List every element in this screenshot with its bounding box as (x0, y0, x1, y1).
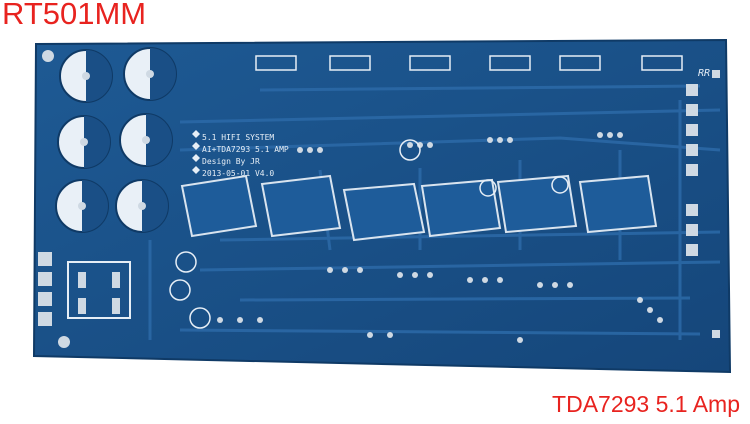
small-capacitor-footprints (169, 139, 569, 329)
product-title: RT501MM (2, 0, 147, 31)
silkscreen-line-3: Design By JR (202, 157, 260, 166)
filter-capacitor-footprints (55, 47, 177, 233)
silkscreen-info-block: 5.1 HIFI SYSTEM AI+TDA7293 5.1 AMP Desig… (192, 68, 710, 178)
rectifier-footprint (67, 261, 131, 319)
silkscreen-line-2: AI+TDA7293 5.1 AMP (202, 145, 289, 154)
silkscreen-line-1: 5.1 HIFI SYSTEM (202, 133, 274, 142)
silkscreen-line-4: 2013-05-01 V4.0 (202, 169, 274, 178)
amplifier-chip-footprints (180, 174, 658, 242)
power-connector-pads (38, 50, 70, 348)
corner-marking: RR (698, 68, 710, 79)
product-caption: TDA7293 5.1 Amp (552, 391, 740, 417)
input-connector-headers (255, 55, 683, 71)
component-pads (217, 132, 663, 343)
speaker-output-pads (686, 70, 720, 338)
